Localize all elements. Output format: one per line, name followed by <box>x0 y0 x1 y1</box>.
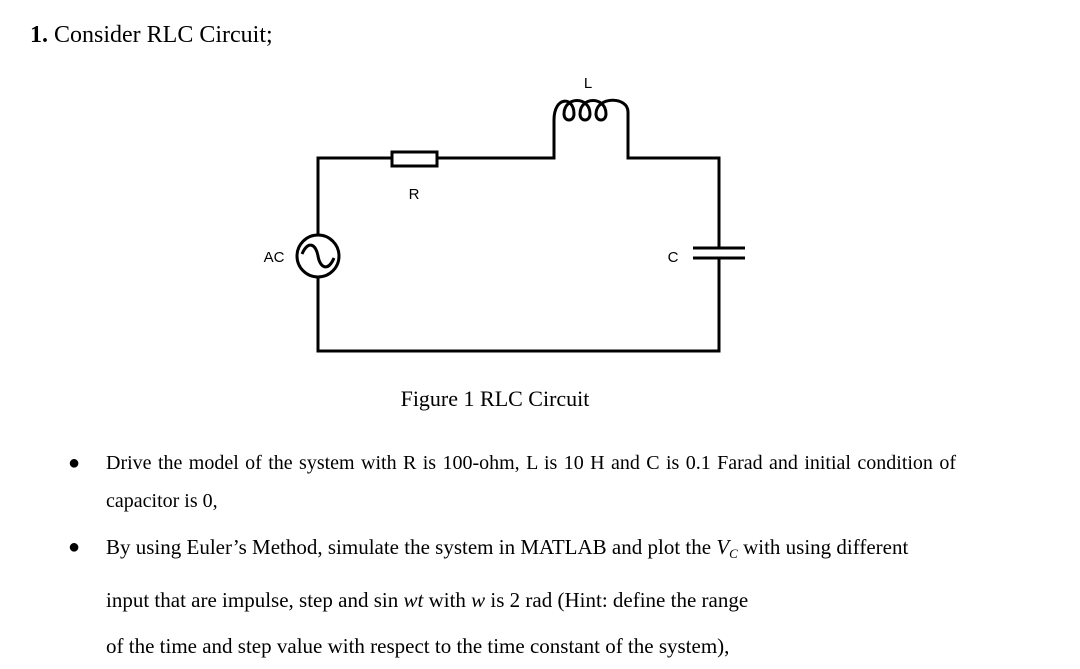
sin-text: sin <box>373 588 399 612</box>
ac-source-symbol <box>295 233 341 279</box>
list-item: ● By using Euler’s Method, simulate the … <box>0 524 956 669</box>
rlc-circuit-diagram: L R AC C <box>264 75 745 353</box>
list-item: ● Drive the model of the system with R i… <box>0 444 956 520</box>
resistor-symbol <box>390 150 439 168</box>
bullet-dot: ● <box>68 452 81 474</box>
inductor-symbol <box>552 98 630 122</box>
figure-caption: Figure 1 RLC Circuit <box>400 386 590 411</box>
task-list: ● Drive the model of the system with R i… <box>0 444 1080 669</box>
wire-bottom <box>316 258 721 353</box>
resistor-label: R <box>409 186 420 203</box>
wire-left-top <box>316 156 392 235</box>
inductor-label: L <box>584 75 592 92</box>
item2-text-mid: with using different input that are impu… <box>106 535 909 612</box>
item2-text-start: By using Euler’s Method, simulate the sy… <box>106 535 717 559</box>
question-number: 1. <box>30 22 48 48</box>
question-text: Consider RLC Circuit; <box>54 22 273 48</box>
bullet-dot: ● <box>68 536 81 558</box>
wire-top-middle <box>437 120 556 160</box>
item2-text-tail2: of the time and step value with respect … <box>106 634 730 658</box>
ac-sine-wave <box>300 243 336 269</box>
source-label: AC <box>264 249 285 266</box>
item2-text-tail1: is 2 rad (Hint: define the range <box>485 588 749 612</box>
w-variable: w <box>471 588 486 612</box>
wire-right <box>626 120 721 248</box>
capacitor-symbol <box>693 246 745 260</box>
wt-variable: wt <box>403 588 424 612</box>
question-heading: 1. Consider RLC Circuit; <box>30 22 273 49</box>
with-text: with <box>423 588 472 612</box>
capacitor-label: C <box>668 249 679 266</box>
item1-text: Drive the model of the system with R is … <box>106 452 956 512</box>
vc-variable: V <box>716 535 730 559</box>
vc-subscript: C <box>729 546 738 561</box>
